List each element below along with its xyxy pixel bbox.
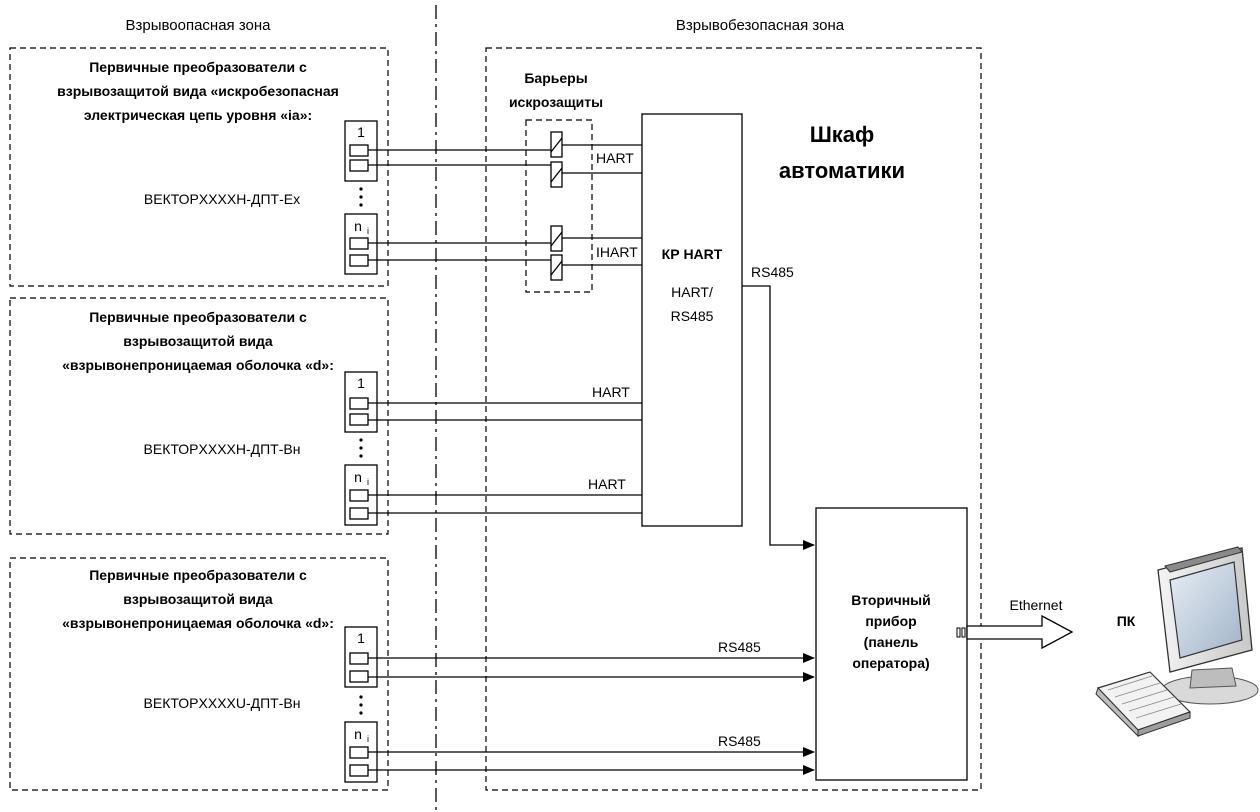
spark-barriers: Барьеры искрозащиты	[509, 70, 603, 293]
ethernet-label: Ethernet	[1010, 597, 1063, 613]
secondary-device-line-2: прибор	[865, 613, 916, 629]
barrier-element	[550, 161, 563, 188]
barrier-element	[550, 254, 563, 281]
group-3-title-line-2: взрывозащитой вида	[123, 591, 273, 607]
hart-converter-box	[641, 113, 743, 527]
barrier-element	[550, 131, 563, 158]
ellipsis-dot	[359, 195, 363, 199]
ellipsis-dot	[359, 438, 363, 442]
sensor-1-n-terminal	[349, 254, 369, 267]
group-1-title-line-1: Первичные преобразователи с	[89, 59, 307, 75]
hart-converter: КР HART HART/ RS485	[641, 113, 743, 527]
ellipsis-dot	[359, 187, 363, 191]
group-2-boundary	[9, 297, 389, 535]
ellipsis-dot	[359, 695, 363, 699]
sensor-3-1-label: 1	[357, 630, 365, 646]
pc-label: ПК	[1117, 613, 1136, 629]
hart-converter-name: КР HART	[662, 246, 723, 262]
signal-hart-2: IHART	[596, 244, 638, 260]
hart-converter-protocol-line-1: HART/	[671, 284, 713, 300]
sensor-3-n-sub: i	[367, 734, 369, 744]
secondary-device-line-1: Вторичный	[851, 592, 930, 608]
sensor-3-n-label: n	[354, 726, 362, 742]
barriers-boundary	[525, 119, 593, 293]
pc-icon	[1095, 546, 1259, 738]
sensor-1-n-terminal	[349, 237, 369, 250]
ellipsis-dot	[359, 711, 363, 715]
signal-hart-1: HART	[596, 150, 634, 166]
sensor-group-2: Первичные преобразователи с взрывозащито…	[9, 297, 389, 535]
hart-converter-protocol-line-2: RS485	[671, 308, 714, 324]
sensor-1-n-label: n	[354, 218, 362, 234]
signal-rs485-1: RS485	[718, 639, 761, 655]
group-3-model: ВЕКТОРXXXXU-ДПТ-Вн	[144, 695, 301, 711]
sensor-3-1-terminal	[349, 670, 369, 683]
group-2-title-line-2: взрывозащитой вида	[123, 333, 273, 349]
group-3-title-line-3: «взрывонепроницаемая оболочка «d»:	[62, 615, 334, 631]
sensor-1-1-terminal	[349, 159, 369, 172]
sensor-group-1: Первичные преобразователи с взрывозащито…	[9, 47, 389, 287]
group-3-title-line-1: Первичные преобразователи с	[89, 567, 307, 583]
group-1-model: ВЕКТОРXXXXH-ДПТ-Ex	[144, 191, 300, 207]
sensor-group-3: Первичные преобразователи с взрывозащито…	[9, 557, 389, 791]
rs485-link	[742, 285, 815, 550]
wires-group-1	[368, 144, 642, 266]
group-1-title-line-3: электрическая цепь уровня «ia»:	[84, 107, 312, 123]
signal-hart-3: HART	[592, 384, 630, 400]
sensor-2-1-terminal	[349, 397, 369, 410]
signal-rs485-2: RS485	[718, 733, 761, 749]
sensor-2-n-terminal	[349, 507, 369, 520]
barriers-title-line-1: Барьеры	[524, 70, 587, 86]
secondary-device: Вторичный прибор (панель оператора)	[815, 507, 968, 781]
sensor-3-n-terminal	[349, 764, 369, 777]
signal-hart-4: HART	[588, 476, 626, 492]
secondary-device-line-3: (панель	[864, 634, 919, 650]
cabinet-title-line-1: Шкаф	[810, 122, 875, 147]
safe-zone-boundary	[485, 47, 982, 791]
group-2-title-line-3: «взрывонепроницаемая оболочка «d»:	[62, 357, 334, 373]
sensor-2-1-terminal	[349, 413, 369, 426]
sensor-1-n-sub: i	[367, 226, 369, 236]
ellipsis-dot	[359, 703, 363, 707]
group-3-boundary	[9, 557, 389, 791]
ellipsis-dot	[359, 203, 363, 207]
secondary-device-box	[815, 507, 968, 781]
ellipsis-dot	[359, 454, 363, 458]
signal-rs485-out: RS485	[751, 264, 794, 280]
ellipsis-dot	[359, 446, 363, 450]
ethernet-link	[956, 614, 1074, 650]
group-2-title-line-1: Первичные преобразователи с	[89, 309, 307, 325]
safe-zone-title: Взрывобезопасная зона	[676, 17, 845, 34]
sensor-1-1-label: 1	[357, 124, 365, 140]
group-1-boundary	[9, 47, 389, 287]
sensor-3-n-terminal	[349, 746, 369, 759]
barrier-element	[550, 225, 563, 252]
sensor-2-n-label: n	[354, 469, 362, 485]
sensor-2-n-terminal	[349, 489, 369, 502]
secondary-device-line-4: оператора)	[852, 655, 929, 671]
wires-group-3	[368, 653, 815, 775]
sensor-2-n-sub: i	[367, 477, 369, 487]
group-1-title-line-2: взрывозащитой вида «искробезопасная	[57, 83, 339, 99]
barriers-title-line-2: искрозащиты	[509, 94, 603, 110]
hazardous-zone-title: Взрывоопасная зона	[125, 17, 271, 34]
group-2-model: ВЕКТОРXXXXH-ДПТ-Вн	[144, 441, 301, 457]
sensor-2-1-label: 1	[357, 375, 365, 391]
sensor-1-1-terminal	[349, 144, 369, 157]
sensor-3-1-terminal	[349, 652, 369, 665]
wires-group-2	[368, 402, 642, 514]
cabinet-title-line-2: автоматики	[779, 158, 905, 183]
